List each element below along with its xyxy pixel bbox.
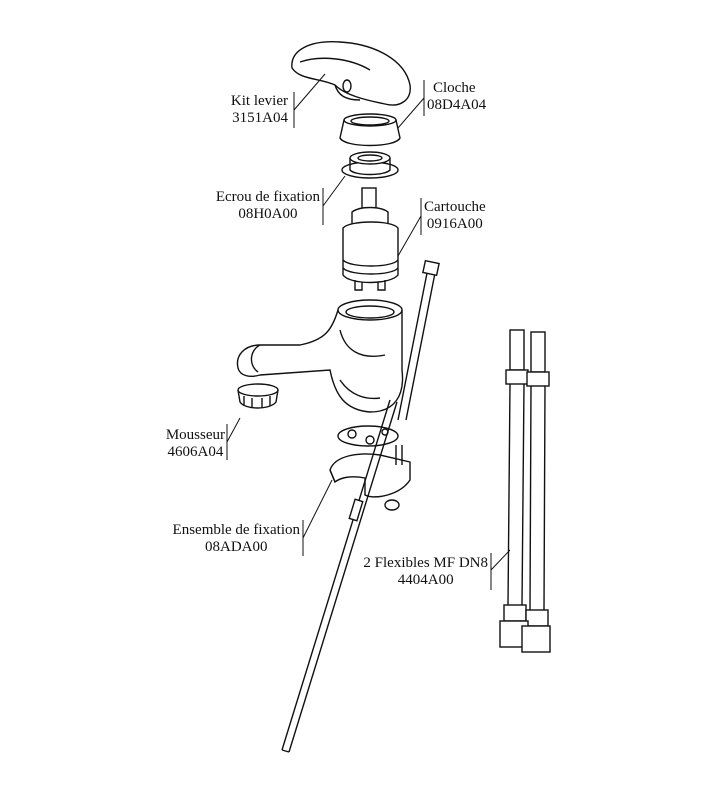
part-name: Ensemble de fixation: [172, 522, 300, 538]
label-cartouche: Cartouche 0916A00: [424, 199, 486, 233]
part-ref: 4606A04: [167, 444, 224, 460]
label-kit-levier: Kit levier 3151A04: [231, 93, 288, 127]
supply-rods: [281, 259, 440, 753]
aerator-part: [237, 383, 279, 409]
part-name: Ecrou de fixation: [215, 189, 320, 205]
label-ecrou: Ecrou de fixation 08H0A00: [216, 189, 320, 223]
flexible-hoses-part: [499, 329, 551, 653]
part-name: Cloche: [433, 80, 476, 96]
part-name: 2 Flexibles MF DN8: [363, 555, 488, 571]
cloche-part: [339, 113, 401, 147]
label-leader-lines: [226, 73, 511, 590]
nut-part: [341, 151, 399, 179]
part-ref: 0916A00: [426, 216, 483, 232]
cartridge-part: [342, 187, 399, 291]
faucet-body-part: [236, 299, 404, 413]
lever-kit-part: [291, 41, 411, 106]
label-mousseur: Mousseur 4606A04: [166, 427, 225, 461]
part-name: Kit levier: [230, 93, 288, 109]
part-ref: 4404A00: [397, 572, 454, 588]
label-flexibles: 2 Flexibles MF DN8 4404A00: [363, 555, 488, 589]
part-ref: 3151A04: [232, 110, 288, 126]
part-ref: 08H0A00: [238, 206, 298, 222]
part-name: Mousseur: [165, 427, 225, 443]
fixation-set-part: [329, 425, 411, 511]
part-ref: 08D4A04: [427, 97, 487, 113]
part-ref: 08ADA00: [205, 539, 268, 555]
part-name: Cartouche: [424, 199, 486, 215]
label-cloche: Cloche 08D4A04: [427, 80, 486, 114]
label-ensemble-fixation: Ensemble de fixation 08ADA00: [173, 522, 300, 556]
